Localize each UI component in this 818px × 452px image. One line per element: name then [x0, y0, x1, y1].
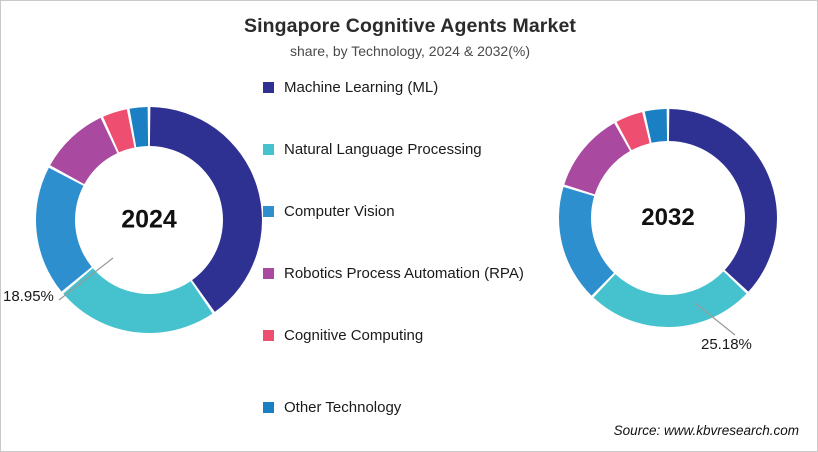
legend-item-label: Natural Language Processing — [284, 141, 482, 158]
donut-chart-2032: 2032 — [557, 107, 779, 329]
legend-item-2[interactable]: Computer Vision — [263, 201, 395, 222]
donut-slice[interactable] — [644, 109, 668, 143]
donut-slice[interactable] — [63, 268, 213, 333]
legend-swatch-icon — [263, 268, 274, 279]
legend-item-label: Cognitive Computing — [284, 327, 424, 344]
leader-line-2024 — [58, 257, 114, 301]
chart-subtitle: share, by Technology, 2024 & 2032(%) — [290, 43, 530, 59]
legend-item-3[interactable]: Robotics Process Automation (RPA) — [263, 263, 524, 284]
page-title: Singapore Cognitive Agents Market — [244, 15, 576, 37]
legend-swatch-icon — [263, 144, 274, 155]
donut-slice[interactable] — [129, 107, 149, 148]
legend-item-4[interactable]: Cognitive Computing — [263, 325, 423, 346]
donut-slice[interactable] — [564, 123, 630, 195]
legend-item-label: Machine Learning (ML) — [284, 79, 439, 96]
legend-swatch-icon — [263, 330, 274, 341]
donut-slice[interactable] — [103, 109, 135, 153]
source-note: Source: www.kbvresearch.com — [613, 423, 799, 438]
data-label-2032: 25.18% — [701, 336, 752, 353]
donut-slice[interactable] — [149, 107, 262, 312]
legend-item-0[interactable]: Machine Learning (ML) — [263, 77, 438, 98]
legend-swatch-icon — [263, 206, 274, 217]
legend-item-label: Computer Vision — [284, 203, 395, 220]
legend-swatch-icon — [263, 82, 274, 93]
donut-slice[interactable] — [35, 167, 92, 292]
legend-swatch-icon — [263, 402, 274, 413]
donut-slice[interactable] — [50, 117, 118, 185]
leader-line-2032 — [694, 302, 736, 336]
data-label-2024: 18.95% — [3, 288, 54, 305]
legend-item-label: Other Technology — [284, 399, 402, 416]
title-block: Singapore Cognitive Agents Market share,… — [1, 13, 817, 62]
donut-slice[interactable] — [668, 109, 777, 292]
legend-item-5[interactable]: Other Technology — [263, 397, 401, 418]
legend: Machine Learning (ML) Natural Language Pr… — [263, 77, 553, 437]
donut-svg-2024 — [35, 107, 262, 333]
donut-slice[interactable] — [559, 187, 614, 296]
donut-slice[interactable] — [616, 112, 650, 151]
legend-item-1[interactable]: Natural Language Processing — [263, 139, 482, 160]
donut-svg-2032 — [559, 109, 777, 327]
legend-item-label: Robotics Process Automation (RPA) — [284, 265, 524, 282]
